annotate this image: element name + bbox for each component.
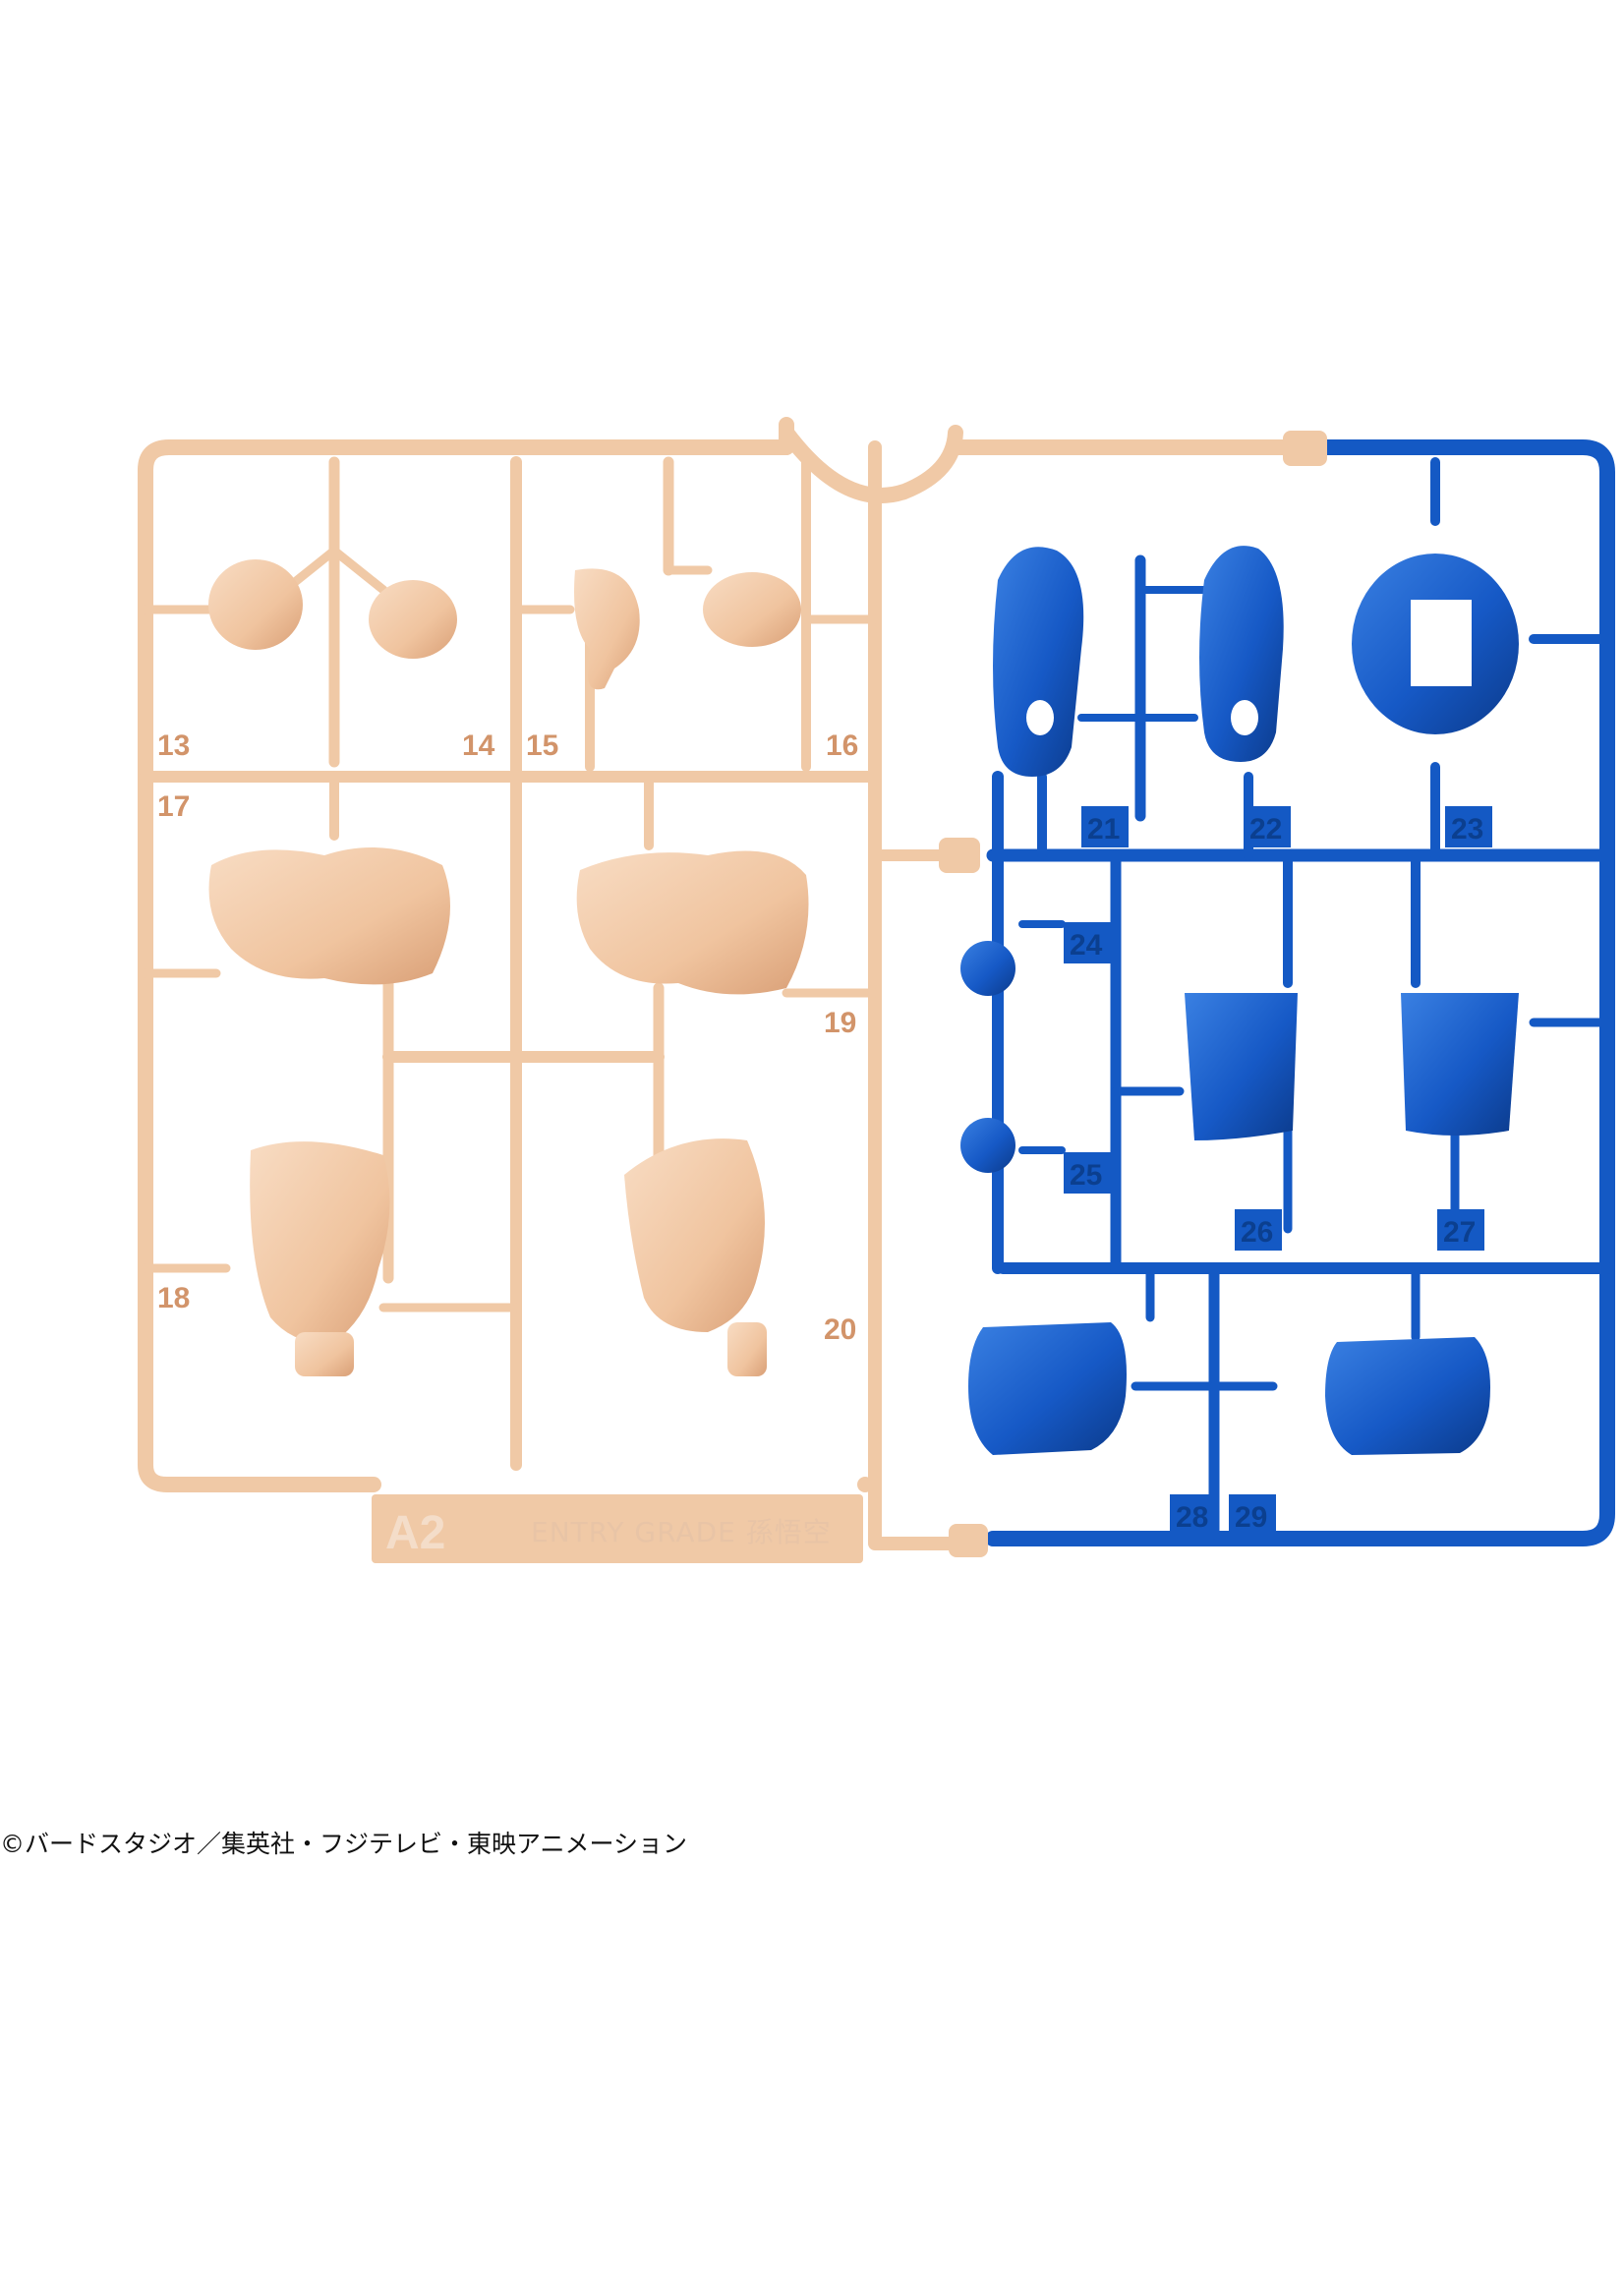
part-number-14: 14 bbox=[462, 729, 495, 762]
fist-part bbox=[208, 559, 303, 650]
sprue-connectors bbox=[939, 431, 1327, 1557]
belt-left-part bbox=[968, 1322, 1127, 1455]
part-number-29: 29 bbox=[1235, 1501, 1267, 1534]
blue-parts bbox=[960, 546, 1519, 1455]
a2-outer-frame bbox=[138, 439, 1296, 478]
part-number-28: 28 bbox=[1176, 1501, 1208, 1534]
part-number-20: 20 bbox=[824, 1313, 856, 1346]
upper-arm-left-part bbox=[208, 847, 450, 985]
a2-parts bbox=[208, 559, 809, 1376]
small-joint-part-24 bbox=[960, 941, 1015, 996]
blue-outer-frame bbox=[985, 439, 1615, 1546]
upper-arm-right-part bbox=[576, 850, 809, 995]
a2-tag-text: ENTRY GRADE 孫悟空 bbox=[531, 1516, 832, 1548]
part-number-18: 18 bbox=[157, 1282, 190, 1314]
part-number-16: 16 bbox=[826, 729, 858, 762]
belt-right-part bbox=[1325, 1337, 1490, 1455]
a2-top-cup bbox=[779, 417, 963, 503]
wristband-left-part bbox=[1185, 993, 1298, 1140]
a2-tag: A2 ENTRY GRADE 孫悟空 bbox=[372, 1494, 863, 1563]
leg-right-part bbox=[624, 1138, 765, 1332]
a2-left-rail bbox=[138, 462, 381, 1492]
part-number-21: 21 bbox=[1087, 813, 1120, 845]
part-number-24: 24 bbox=[1070, 929, 1103, 962]
part-number-27: 27 bbox=[1443, 1216, 1476, 1249]
open-hand-part bbox=[703, 572, 801, 647]
sprue-blue bbox=[985, 439, 1615, 1546]
small-joint-part-25 bbox=[960, 1118, 1015, 1173]
part-number-25: 25 bbox=[1070, 1159, 1102, 1192]
part-number-23: 23 bbox=[1451, 813, 1483, 845]
blue-part-numbers: 21 22 23 24 25 26 27 28 29 bbox=[1064, 806, 1492, 1536]
part-number-22: 22 bbox=[1249, 813, 1282, 845]
boot-right-part bbox=[1199, 546, 1284, 762]
part-number-26: 26 bbox=[1241, 1216, 1273, 1249]
a2-part-numbers: 13 14 15 16 17 18 19 20 bbox=[157, 729, 858, 1346]
part-number-13: 13 bbox=[157, 729, 190, 762]
part-number-19: 19 bbox=[824, 1007, 856, 1039]
copyright-notice: ©バードスタジオ／集英社・フジテレビ・東映アニメーション bbox=[0, 1830, 688, 1858]
leg-left-part bbox=[250, 1141, 390, 1343]
pointing-hand-part bbox=[574, 568, 640, 690]
wristband-right-part bbox=[1401, 993, 1519, 1136]
part-number-17: 17 bbox=[157, 790, 190, 823]
grip-hand-part bbox=[369, 580, 457, 659]
boot-left-part bbox=[993, 547, 1084, 777]
a2-right-rail bbox=[868, 440, 980, 1550]
a2-tag-letter: A2 bbox=[385, 1507, 445, 1559]
part-number-15: 15 bbox=[526, 729, 558, 762]
